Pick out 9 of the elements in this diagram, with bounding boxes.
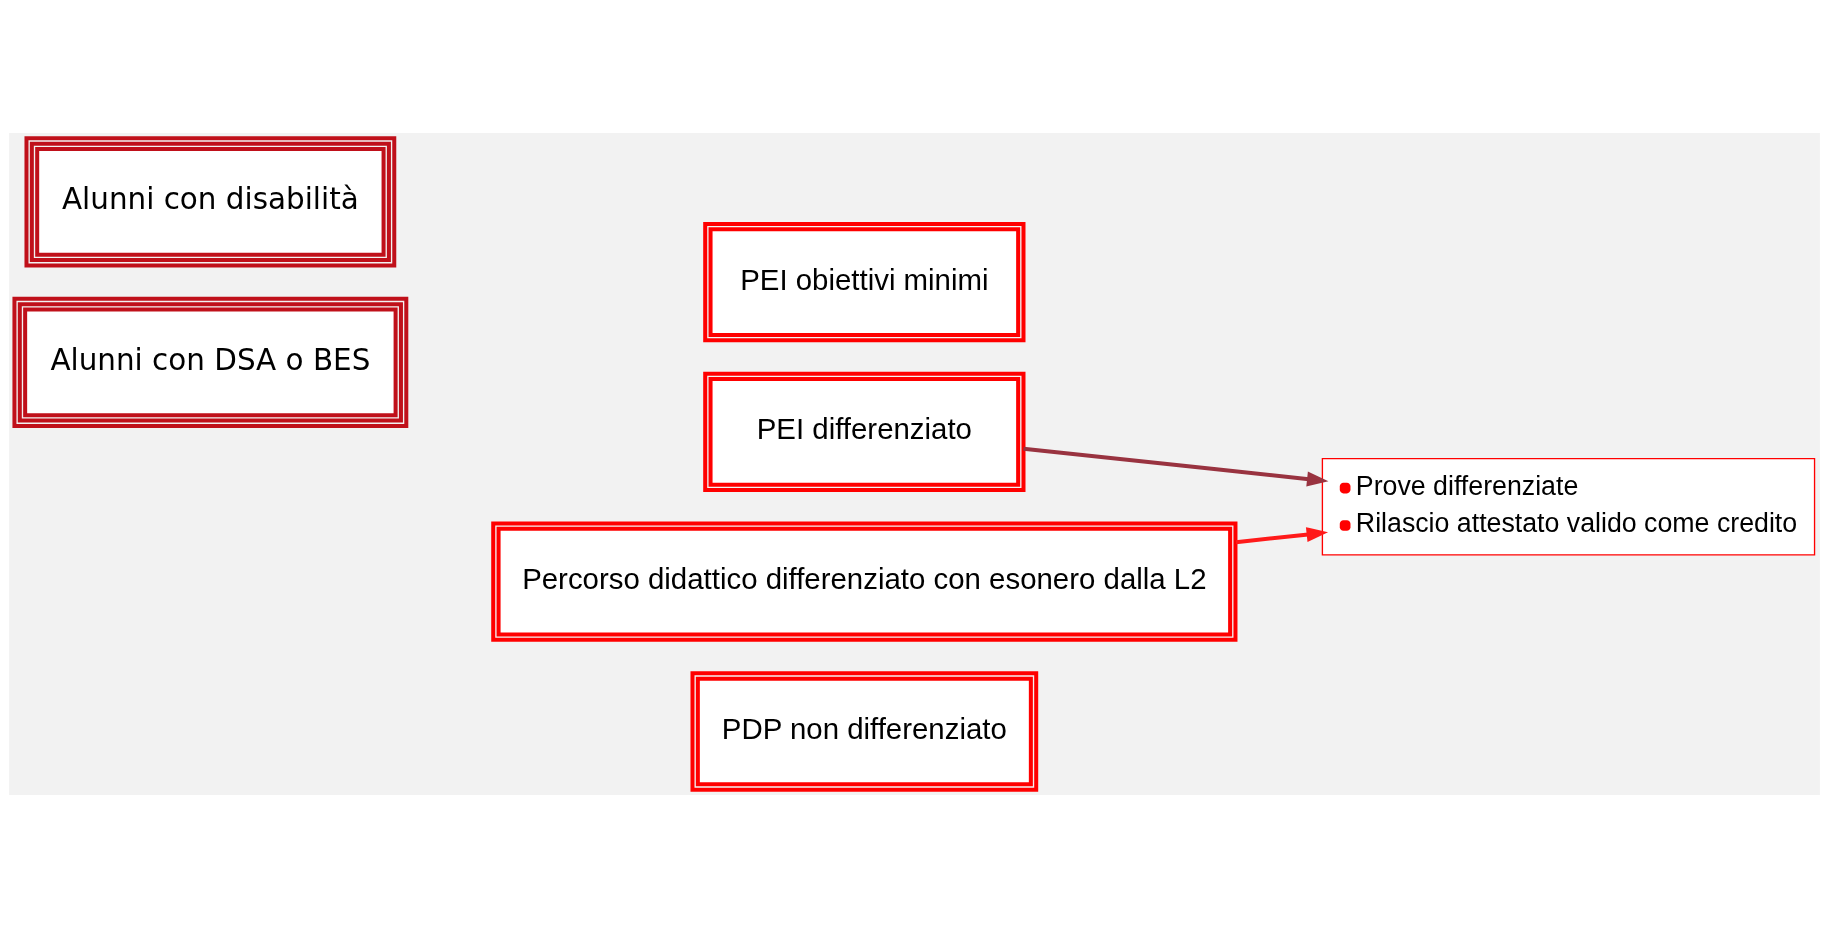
node-box: PEI obiettivi minimi bbox=[703, 221, 1026, 342]
node-box: Alunni con DSA o BES bbox=[12, 296, 409, 428]
node-box: Prove differenziate Rilascio attestato valido come credito bbox=[1321, 457, 1816, 556]
node-box: Percorso didattico differenziato con esonero dalla L2 bbox=[491, 521, 1238, 642]
arrow bbox=[1023, 446, 1329, 486]
node-box: PDP non differenziato bbox=[690, 670, 1039, 792]
node-box: PEI differenziato bbox=[703, 371, 1026, 492]
arrow bbox=[1235, 526, 1329, 544]
node-box: Alunni con disabilità bbox=[24, 135, 397, 267]
